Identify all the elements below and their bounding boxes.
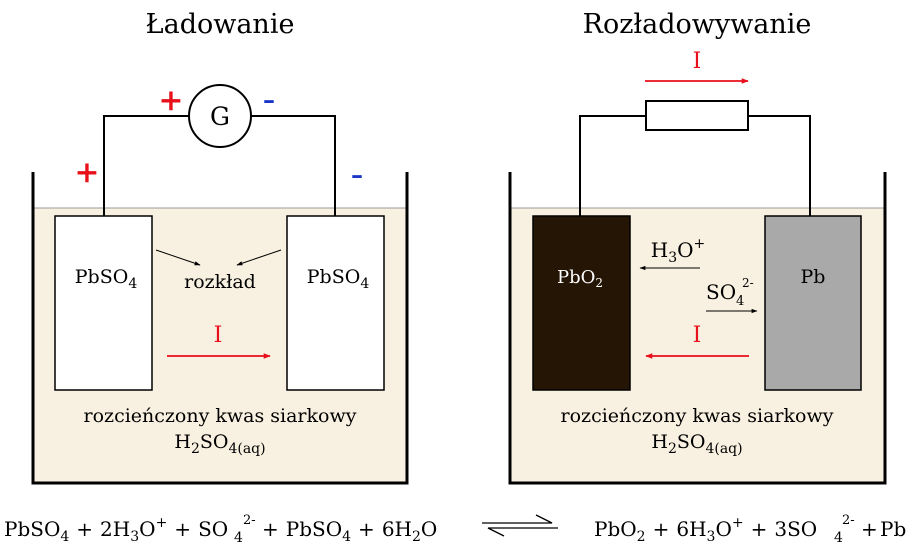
charging-electrolyte-name: rozcieńczony kwas siarkowy <box>84 405 357 427</box>
generator-symbol <box>188 84 252 148</box>
charging-title: Ładowanie <box>146 9 295 40</box>
sulfate-ion-label: SO42- <box>706 276 754 309</box>
hydronium-ion-label: H3O+ <box>651 236 706 266</box>
charging-left-electrode-label: PbSO4 <box>75 266 138 292</box>
discharging-panel: Rozładowywanie I PbO2 Pb H3O+ SO42- I ro… <box>508 9 887 485</box>
charging-current-label: I <box>214 323 223 348</box>
discharging-wire-left <box>579 115 646 216</box>
resistor-symbol <box>645 100 749 131</box>
anode-plus-sign: + <box>74 155 99 190</box>
discharging-external-current-label: I <box>693 49 702 74</box>
discharging-pb-electrode <box>764 215 862 391</box>
discharging-pb-label: Pb <box>801 266 826 288</box>
equilibrium-arrows-icon <box>482 514 558 537</box>
decomposition-arrow-left <box>155 249 201 266</box>
generator-label: G <box>210 102 230 131</box>
discharging-pbo2-label: PbO2 <box>557 267 603 290</box>
decomposition-label: rozkład <box>184 271 256 293</box>
discharging-pbo2-electrode <box>532 215 631 391</box>
charging-wire-right <box>250 115 336 216</box>
discharging-electrolyte-formula: H2SO4(aq) <box>651 431 742 457</box>
charging-right-electrode <box>286 215 385 391</box>
discharging-internal-current-label: I <box>693 323 702 348</box>
charging-container <box>31 172 409 485</box>
generator-plus-sign: + <box>158 83 183 118</box>
decomposition-arrow-right <box>236 249 282 266</box>
charging-electrolyte-formula: H2SO4(aq) <box>174 431 265 457</box>
charging-left-electrode <box>54 215 153 391</box>
discharging-wire-right <box>748 115 811 216</box>
charging-wire-left <box>103 115 190 216</box>
discharging-title: Rozładowywanie <box>583 9 812 40</box>
generator-minus-sign: – <box>263 85 275 114</box>
discharging-electrolyte-name: rozcieńczony kwas siarkowy <box>561 405 834 427</box>
charging-panel: Ładowanie G + – + – PbSO4 PbSO4 rozkład … <box>31 9 409 485</box>
cathode-minus-sign: – <box>351 160 363 189</box>
discharging-container <box>508 172 887 485</box>
charging-right-electrode-label: PbSO4 <box>307 266 370 292</box>
